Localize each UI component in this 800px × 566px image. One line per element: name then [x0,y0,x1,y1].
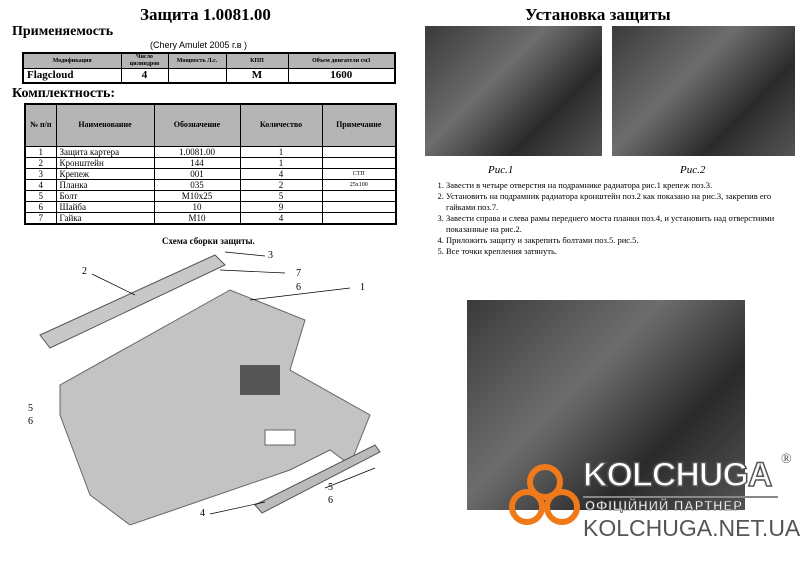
table-cell: M10 [153,211,241,224]
diagram-label: 6 [296,282,301,293]
table-cell: СТП [321,167,397,180]
th: Мощность Л.с. [167,52,227,69]
td: 1600 [287,68,396,84]
diagram-title: Схема сборки защиты. [162,236,255,246]
table-cell: 3 [24,167,57,180]
diagram-label: 4 [200,508,205,519]
kolchuga-rings-icon [509,464,580,525]
table-cell: 1 [239,156,323,169]
th: Количество [239,103,323,147]
side-plank [254,444,381,514]
table-cell: 4 [24,178,57,191]
th: Модификация [22,52,122,69]
table-cell: Крепеж [55,167,155,180]
th: Число цилиндров [120,52,169,69]
photo-fig3 [467,300,745,510]
logo-site: KOLCHUGA.NET.UA [583,515,800,541]
diagram-label: 1 [360,282,365,293]
table-cell [321,145,397,158]
diagram-label: 3 [268,250,273,261]
table-cell: 4 [239,211,323,224]
table-cell: Гайка [55,211,155,224]
table-cell: 2 [24,156,57,169]
diagram-label: 6 [328,495,333,506]
step: Завести справа и слева рамы переднего мо… [446,213,790,235]
install-heading: Установка защиты [525,5,671,24]
logo-brand: KOLCHUGA [582,455,773,495]
vent-grille [240,365,280,395]
table-cell: Болт [55,189,155,202]
logo-divider [583,496,778,498]
table-cell [321,200,397,213]
caption-fig1: Рис.1 [488,164,514,176]
kit-heading: Комплектность: [12,86,116,101]
skid-plate [59,289,371,526]
th: Наименование [55,103,155,147]
table-cell: M10x25 [153,189,241,202]
td: Flagcloud [22,68,122,84]
table-cell: 5 [239,189,323,202]
caption-fig2: Рис.2 [680,164,706,176]
table-cell: 7 [24,211,57,224]
table-cell: 1 [24,145,57,158]
cutout [264,429,296,446]
table-cell: 144 [153,156,241,169]
photo-fig1 [425,26,602,156]
step: Завести в четыре отверстия на подрамнике… [446,180,790,191]
diagram-label: 6 [28,416,33,427]
step: Приложить защиту и закрепить болтами поз… [446,235,790,246]
install-steps: Завести в четыре отверстия на подрамнике… [430,180,790,257]
table-cell: 5 [24,189,57,202]
bracket-part [39,254,226,349]
table-cell: 4 [239,167,323,180]
logo-partner: ОФІЦІЙНИЙ ПАРТНЕР [585,498,743,513]
table-cell [321,211,397,224]
table-cell: 10 [153,200,241,213]
table-cell: Шайба [55,200,155,213]
td: 4 [120,68,169,84]
diagram-label: 2 [82,266,87,277]
table-cell: 2 [239,178,323,191]
step: Установить на подрамник радиатора кроншт… [446,191,790,213]
doc-title: Защита 1.0081.00 [140,5,271,24]
assembly-diagram [39,251,381,526]
diagram-label: 5 [328,482,333,493]
table-cell: 1 [239,145,323,158]
th: КПП [225,52,289,69]
table-cell: 001 [153,167,241,180]
table-cell: 6 [24,200,57,213]
td [167,68,227,84]
photo-fig2 [612,26,795,156]
table-cell: 25x100 [321,178,397,191]
step: Все точки крепления затянуть. [446,246,790,257]
table-cell: 1.0081.00 [153,145,241,158]
th: Объем двигатели см3 [287,52,396,69]
th: № п/п [24,103,57,147]
table-cell: Планка [55,178,155,191]
applicability-heading: Применяемость [12,24,114,39]
table-cell: Защита картера [55,145,155,158]
th: Обозначение [153,103,241,147]
td: М [225,68,289,84]
diagram-label: 5 [28,403,33,414]
vehicle-label: (Chery Amulet 2005 г.в ) [150,40,248,50]
table-cell: 9 [239,200,323,213]
logo-reg: ® [781,452,792,467]
table-cell: 035 [153,178,241,191]
th: Примечание [321,103,397,147]
table-cell [321,189,397,202]
table-cell: Кронштейн [55,156,155,169]
diagram-label: 7 [296,268,301,279]
table-cell [321,156,397,169]
